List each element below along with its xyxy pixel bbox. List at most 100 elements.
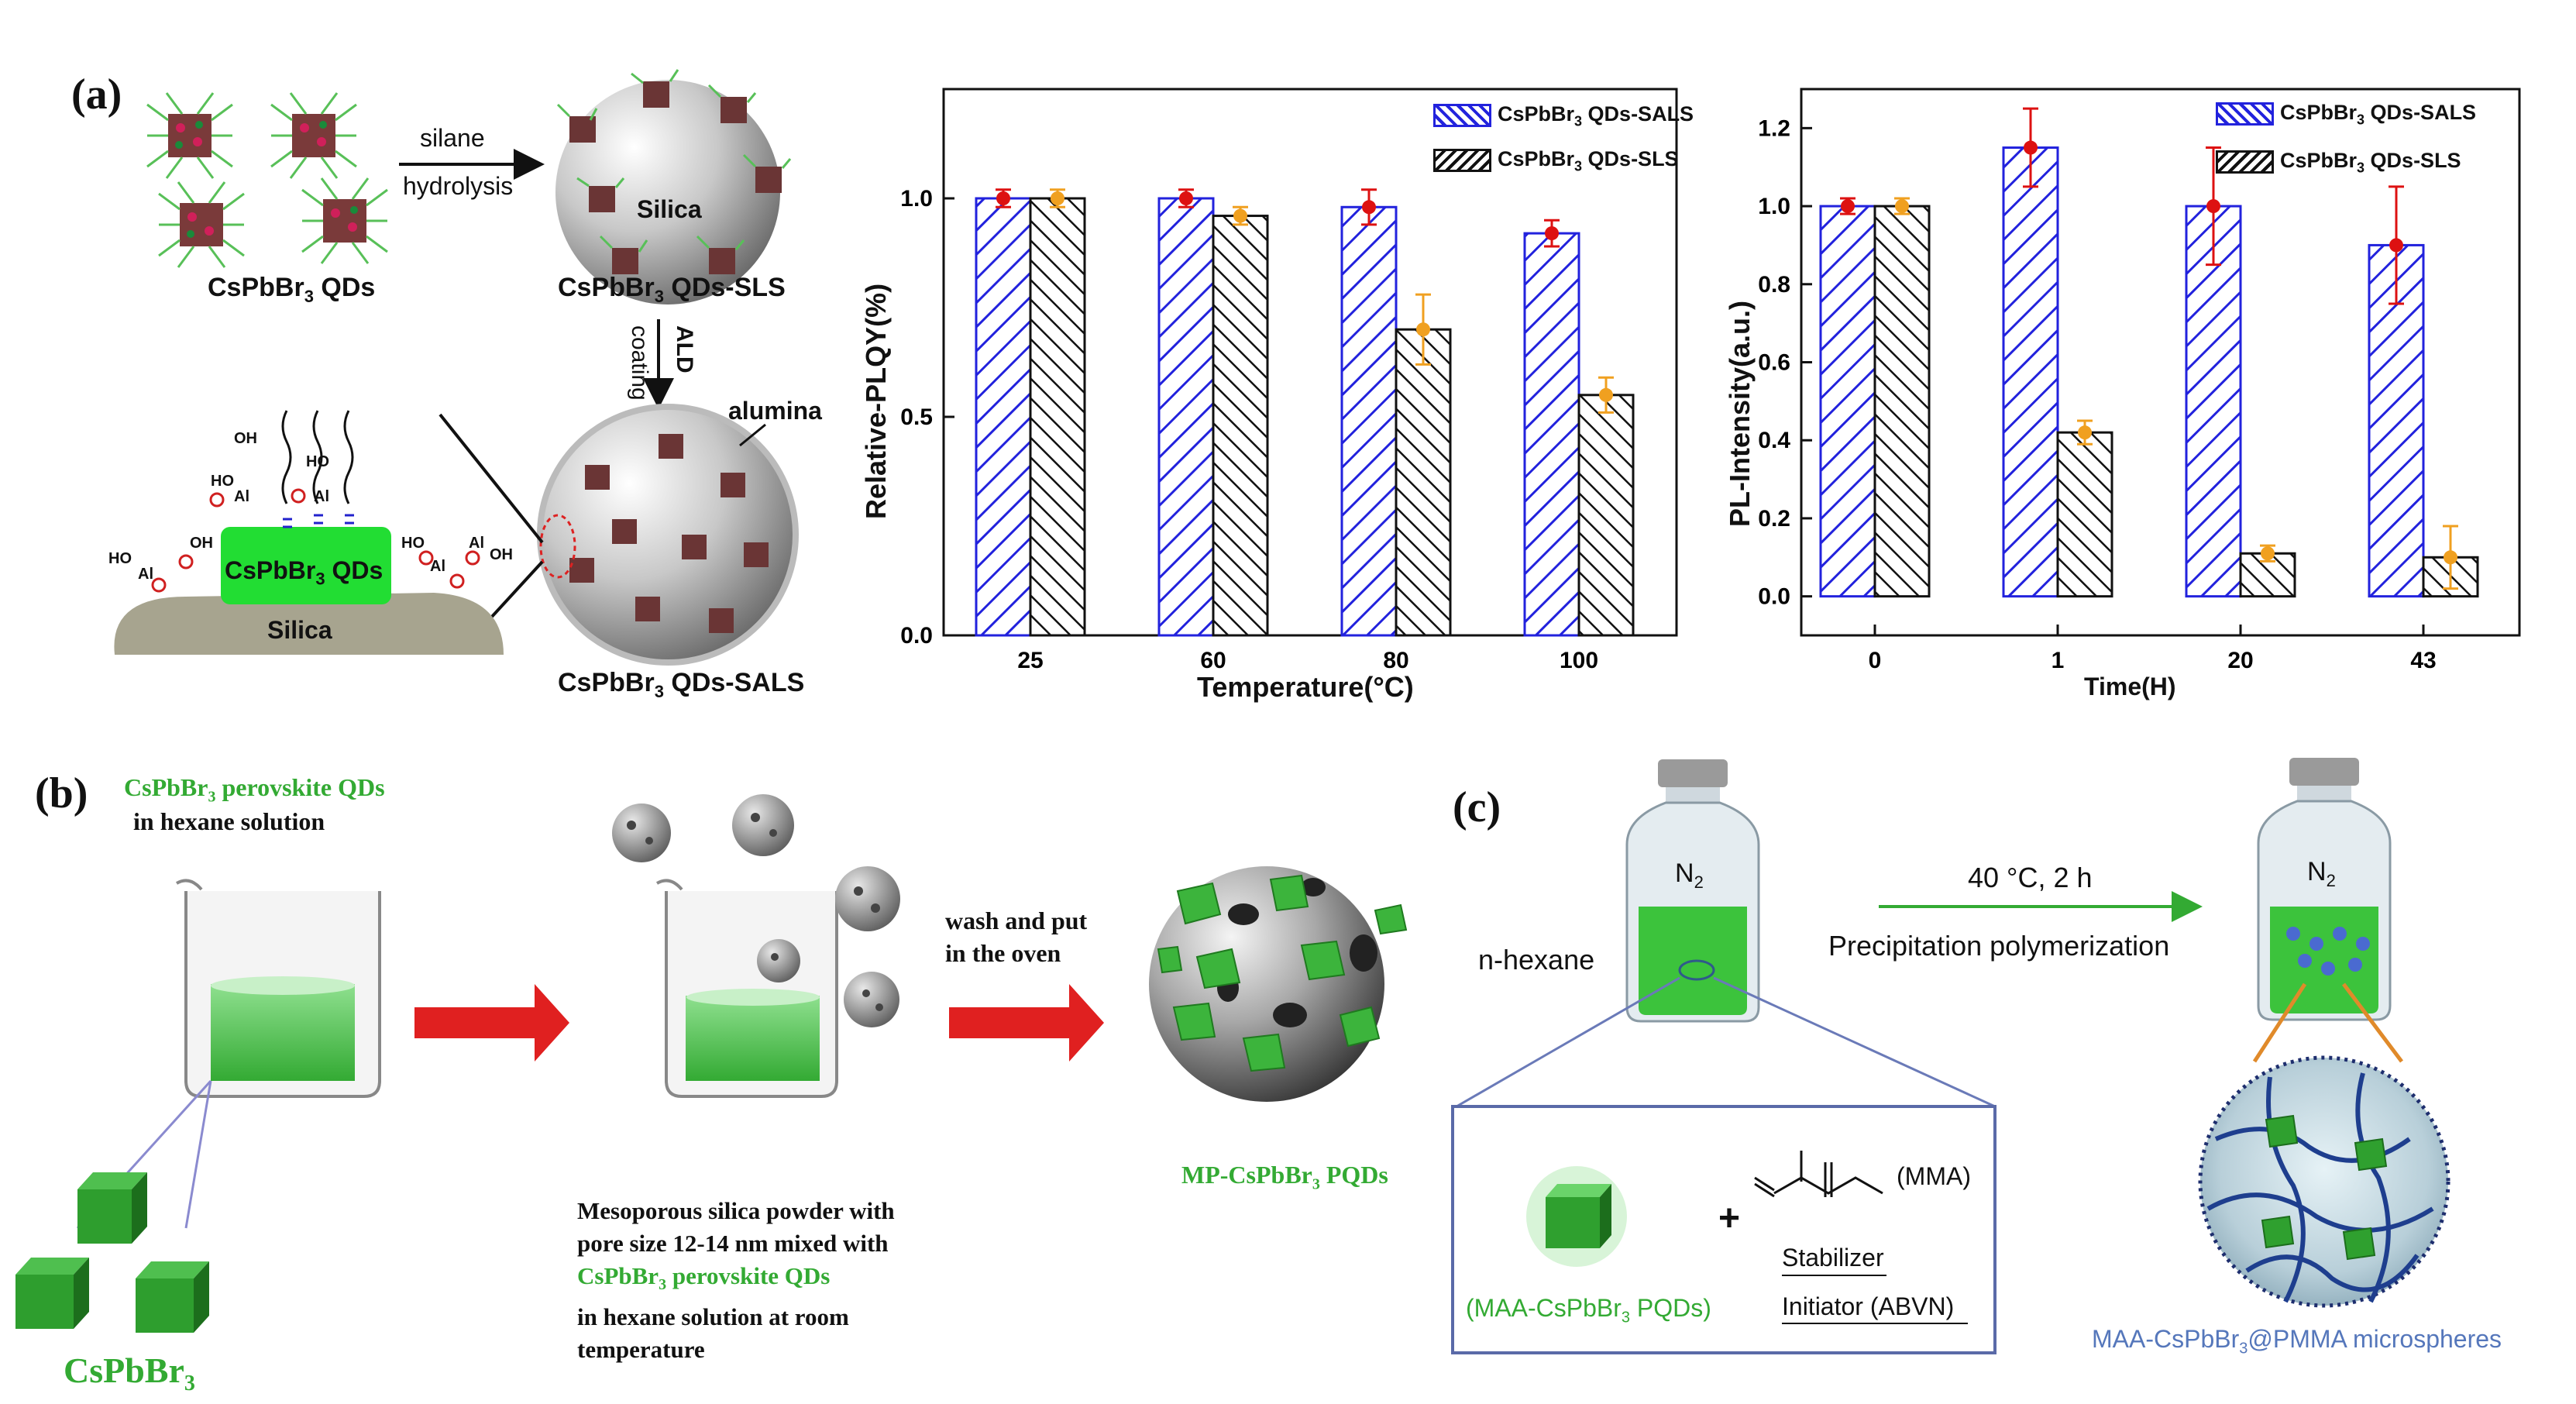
panel-b-title-line2: in hexane solution bbox=[133, 807, 325, 835]
data-point bbox=[1545, 226, 1559, 241]
panel-b-description: Mesoporous silica powder with pore size … bbox=[577, 1197, 895, 1364]
data-point bbox=[2444, 550, 2457, 565]
data-point bbox=[2261, 546, 2275, 561]
perovskite-cubes bbox=[15, 1172, 209, 1333]
data-point bbox=[2024, 140, 2038, 155]
panel-b-label: (b) bbox=[35, 769, 88, 817]
bar-sals bbox=[1523, 232, 1580, 637]
chart-1-legend-sls: CsPbBr3 QDs-SLS bbox=[1433, 147, 1679, 174]
chart-1-xlabel: Temperature(°C) bbox=[1197, 671, 1414, 703]
zoom-line-c1 bbox=[1456, 976, 1680, 1108]
mol-al-1: Al bbox=[234, 488, 249, 505]
n2-label-2: N2 bbox=[2307, 857, 2336, 890]
chart-1-frame bbox=[942, 88, 1678, 637]
plus-sign: + bbox=[1718, 1198, 1741, 1239]
panel-c-label: (c) bbox=[1453, 783, 1501, 831]
y-tick-label: 1.2 bbox=[1758, 115, 1790, 141]
pqd-label: (MAA-CsPbBr3 PQDs) bbox=[1466, 1294, 1711, 1327]
x-tick-label: 80 bbox=[1383, 648, 1408, 673]
bar-sls bbox=[2056, 431, 2113, 598]
y-tick-label: 0.4 bbox=[1758, 428, 1790, 453]
data-point bbox=[2206, 199, 2220, 214]
data-point bbox=[1362, 200, 1376, 215]
mol-oh-1: OH bbox=[234, 430, 257, 447]
bar-sals bbox=[1340, 205, 1398, 637]
y-tick-label: 0.8 bbox=[1758, 272, 1790, 298]
y-tick-label: 1.0 bbox=[900, 186, 933, 212]
chart-2-xlabel: Time(H) bbox=[2084, 673, 2176, 700]
x-tick-label: 60 bbox=[1200, 648, 1226, 673]
silica-sphere-sls bbox=[555, 69, 792, 305]
y-tick-label: 0.5 bbox=[900, 404, 933, 430]
wash-text-2: in the oven bbox=[945, 939, 1061, 967]
ald-text: ALD bbox=[672, 325, 697, 373]
chart-1-ylabel: Relative-PLQY(%) bbox=[860, 283, 892, 519]
panel-c-schematic bbox=[1451, 758, 2450, 1354]
zoom-silica-label: Silica bbox=[267, 616, 332, 644]
data-point bbox=[2389, 238, 2403, 253]
orange-line-2 bbox=[2342, 982, 2403, 1063]
panel-a-schematic bbox=[114, 69, 799, 666]
mol-oh-3: OH bbox=[490, 546, 513, 563]
mol-ho-2: HO bbox=[306, 453, 329, 470]
data-point bbox=[1599, 387, 1613, 402]
microsphere-label: MAA-CsPbBr3@PMMA microspheres bbox=[2092, 1325, 2502, 1358]
wash-text-1: wash and put bbox=[945, 907, 1088, 934]
data-point bbox=[1233, 208, 1247, 223]
beaker-1 bbox=[76, 879, 381, 1230]
mol-al-3: Al bbox=[138, 566, 153, 583]
process-label: Precipitation polymerization bbox=[1828, 930, 2170, 962]
mp-sphere bbox=[1149, 866, 1408, 1102]
red-arrow-2 bbox=[949, 984, 1104, 1062]
mol-al-5: Al bbox=[469, 535, 484, 552]
alumina-label: alumina bbox=[728, 397, 822, 425]
silica-sphere-sals bbox=[537, 404, 799, 666]
hydrolysis-text: hydrolysis bbox=[403, 172, 514, 200]
panel-a-label: (a) bbox=[71, 71, 122, 119]
zoom-line-top bbox=[439, 413, 544, 544]
mma-structure bbox=[1754, 1151, 1883, 1198]
bar-sls bbox=[1395, 328, 1452, 637]
coating-text: coating bbox=[627, 325, 652, 401]
mol-ho-3: HO bbox=[108, 550, 132, 567]
bar-sals bbox=[1157, 197, 1215, 637]
stabilizer-label: Stabilizer bbox=[1782, 1244, 1884, 1272]
vial-2 bbox=[2257, 758, 2392, 1021]
y-tick-label: 0.0 bbox=[1758, 584, 1790, 610]
silica-label: Silica bbox=[637, 195, 702, 223]
data-point bbox=[1416, 322, 1430, 337]
pmma-microsphere bbox=[2198, 1055, 2450, 1308]
sls-label: CsPbBr3 QDs-SLS bbox=[558, 273, 786, 306]
mol-ho-1: HO bbox=[211, 473, 234, 490]
bar-sals bbox=[2185, 205, 2242, 598]
bar-sals bbox=[1819, 205, 1876, 598]
x-tick-label: 0 bbox=[1869, 648, 1882, 673]
mol-al-2: Al bbox=[314, 488, 329, 505]
bar-sals bbox=[2002, 146, 2059, 598]
zoom-qd-label: CsPbBr3 QDs bbox=[225, 556, 383, 589]
y-tick-label: 1.0 bbox=[1758, 194, 1790, 219]
alumina-pointer bbox=[739, 423, 766, 447]
zoom-line-c2 bbox=[1713, 976, 1996, 1108]
initiator-label: Initiator (ABVN) bbox=[1782, 1292, 1955, 1320]
chart-2-legend-sals: CsPbBr3 QDs-SALS bbox=[2216, 101, 2476, 128]
x-tick-label: 20 bbox=[2227, 648, 2253, 673]
mol-al-4: Al bbox=[430, 558, 445, 575]
mesoporous-balls bbox=[612, 794, 900, 1027]
data-point bbox=[1895, 199, 1909, 214]
bar-sls bbox=[1029, 197, 1086, 637]
data-point bbox=[1841, 199, 1855, 214]
chart-2-ylabel: PL-Intensity(a.u.) bbox=[1724, 300, 1756, 527]
pqd-cube bbox=[1526, 1166, 1627, 1267]
y-tick-label: 0.6 bbox=[1758, 350, 1790, 376]
x-tick-label: 43 bbox=[2410, 648, 2436, 673]
y-tick-label: 0.2 bbox=[1758, 506, 1790, 532]
zoom-surface bbox=[114, 410, 504, 655]
panel-b-schematic bbox=[15, 794, 1408, 1333]
silane-text: silane bbox=[420, 124, 485, 152]
bar-sls bbox=[1577, 394, 1635, 637]
vial-1 bbox=[1625, 759, 1760, 1023]
